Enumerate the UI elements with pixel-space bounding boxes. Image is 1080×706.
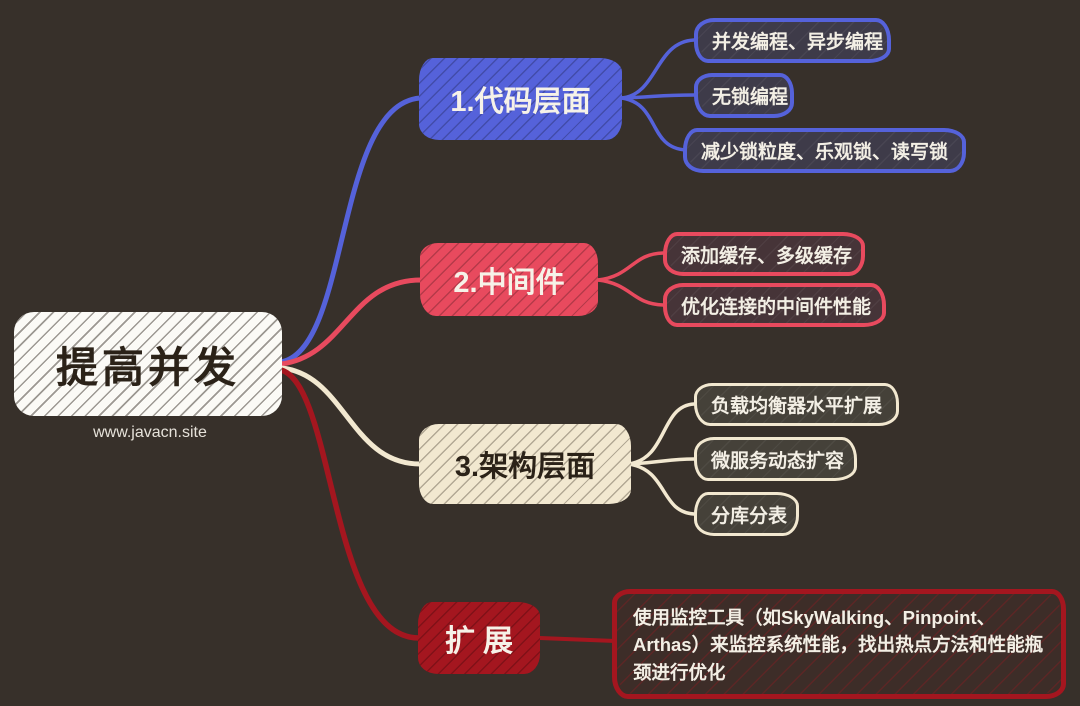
leaf-label: 并发编程、异步编程: [712, 32, 884, 53]
watermark: www.javacn.site: [93, 424, 207, 441]
leaf-label: 添加缓存、多级缓存: [681, 245, 853, 267]
branch-label: 3.架构层面: [454, 451, 596, 483]
root-label: 提高并发: [55, 343, 240, 391]
leaf-node-microservice-scaling[interactable]: 微服务动态扩容: [694, 437, 857, 481]
leaf-node-concurrent-async[interactable]: 并发编程、异步编程: [694, 18, 891, 63]
branch-label: 2.中间件: [453, 266, 565, 299]
edge-architecture-child-3: [627, 462, 696, 516]
edge-extend-child-1: [538, 636, 617, 643]
leaf-node-sharding[interactable]: 分库分表: [694, 492, 799, 536]
leaf-node-monitoring-tools[interactable]: 使用监控工具（如SkyWalking、Pinpoint、Arthas）来监控系统…: [612, 589, 1066, 699]
leaf-label: 分库分表: [711, 505, 788, 527]
edge-architecture-child-1: [627, 402, 696, 466]
edge-root-extend: [278, 367, 422, 641]
leaf-node-lockfree[interactable]: 无锁编程: [694, 73, 794, 118]
leaf-label: 微服务动态扩容: [711, 450, 845, 472]
edge-architecture-child-2: [627, 457, 696, 466]
leaf-label: 减少锁粒度、乐观锁、读写锁: [701, 142, 949, 163]
edge-middleware-child-1: [596, 251, 665, 282]
edge-code-child-1: [620, 38, 696, 100]
leaf-label: 使用监控工具（如SkyWalking、Pinpoint、Arthas）来监控系统…: [633, 607, 1044, 683]
leaf-label: 负载均衡器水平扩展: [711, 396, 883, 417]
leaf-node-middleware-perf[interactable]: 优化连接的中间件性能: [663, 283, 886, 327]
branch-node-code[interactable]: 1.代码层面: [419, 58, 622, 140]
edge-root-architecture: [278, 365, 423, 467]
leaf-node-cache[interactable]: 添加缓存、多级缓存: [663, 232, 865, 276]
edge-middleware-child-2: [596, 278, 665, 307]
leaf-label: 优化连接的中间件性能: [681, 296, 872, 318]
edge-code-child-3: [620, 96, 688, 152]
edge-root-code: [278, 95, 423, 365]
branch-label: 扩展: [445, 625, 521, 658]
branch-node-extend[interactable]: 扩展: [418, 602, 540, 674]
branch-node-middleware[interactable]: 2.中间件: [420, 243, 598, 316]
branch-label: 1.代码层面: [450, 86, 591, 118]
edge-root-middleware: [278, 277, 424, 367]
edge-code-child-2: [620, 93, 696, 100]
root-node[interactable]: 提高并发: [14, 312, 282, 416]
leaf-label: 无锁编程: [712, 87, 789, 108]
branch-node-architecture[interactable]: 3.架构层面: [419, 424, 631, 504]
leaf-node-load-balancer[interactable]: 负载均衡器水平扩展: [694, 383, 899, 426]
leaf-node-lock-granularity[interactable]: 减少锁粒度、乐观锁、读写锁: [683, 128, 966, 173]
